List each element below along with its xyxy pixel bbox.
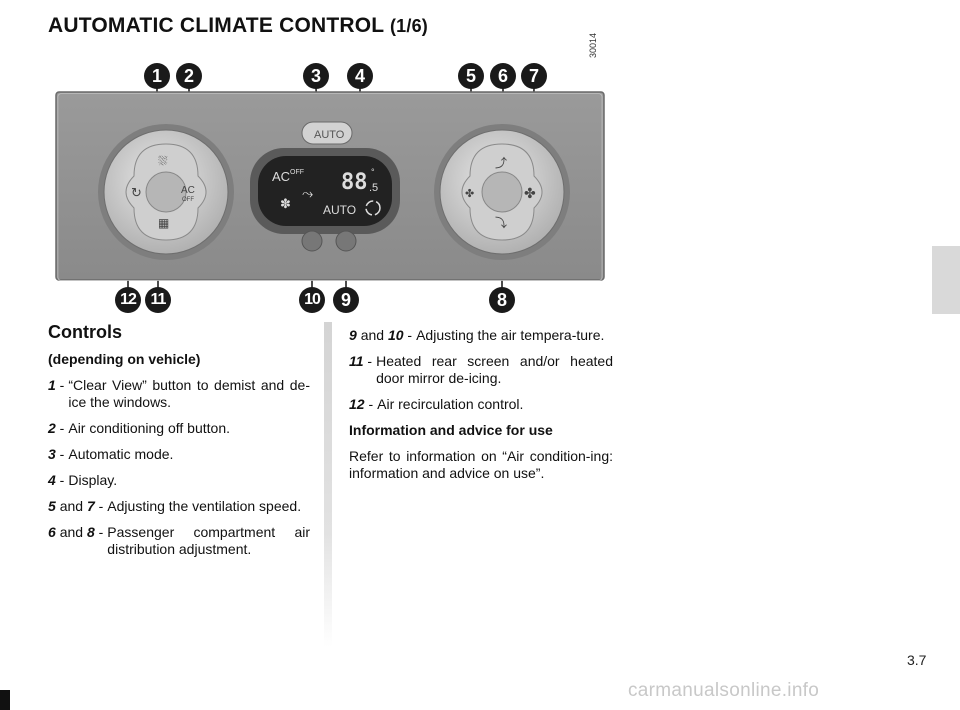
control-description: Air recirculation control.	[377, 396, 524, 412]
control-item: 5 and 7 -Adjusting the ventilation speed…	[48, 498, 310, 515]
controls-heading: Controls	[48, 322, 122, 342]
control-description: Passenger compartment air distribution a…	[107, 524, 310, 557]
control-label: 1 -	[48, 377, 65, 393]
controls-subheading: (depending on vehicle)	[48, 351, 201, 367]
svg-text:↻: ↻	[131, 186, 142, 201]
page-title: AUTOMATIC CLIMATE CONTROL (1/6)	[48, 14, 428, 37]
control-label: 5 and 7 -	[48, 498, 104, 514]
right-column: 9 and 10 -Adjusting the air tempera-ture…	[349, 327, 613, 491]
svg-text:⤴: ⤴	[495, 155, 507, 170]
callout-4: 4	[347, 63, 373, 89]
watermark: carmanualsonline.info	[628, 680, 820, 701]
svg-text:✤: ✤	[524, 186, 536, 202]
control-label: 6 and 8 -	[48, 524, 104, 540]
svg-text:⛆: ⛆	[158, 154, 168, 168]
display-deg: °	[371, 167, 375, 177]
control-label: 9 and 10 -	[349, 327, 413, 343]
control-label: 11 -	[349, 353, 373, 369]
column-divider	[324, 322, 332, 647]
callout-2: 2	[176, 63, 202, 89]
display-ac: AC	[272, 169, 290, 184]
callout-9: 9	[333, 287, 359, 313]
control-item: 4 -Display.	[48, 472, 310, 489]
auto-button-label: AUTO	[314, 129, 345, 141]
control-item: 12 -Air recirculation control.	[349, 396, 613, 413]
controls-list: 1 -“Clear View” button to demist and de-…	[48, 377, 310, 558]
callout-10: 10	[299, 287, 325, 313]
display-auto: AUTO	[323, 203, 356, 217]
svg-text:✽: ✽	[280, 197, 291, 212]
climate-panel-illustration: ⛆ ▦ ↻ AC OFF AUTO AC OFF 88 ° .5 AUTO ✽ …	[55, 87, 605, 300]
svg-text:✤: ✤	[465, 187, 474, 200]
callout-12: 12	[115, 287, 141, 313]
control-item: 2 -Air conditioning off button.	[48, 420, 310, 437]
control-label: 4 -	[48, 472, 65, 488]
callout-3: 3	[303, 63, 329, 89]
svg-text:▦: ▦	[158, 216, 169, 230]
callout-7: 7	[521, 63, 547, 89]
control-item: 11 -Heated rear screen and/or heated doo…	[349, 353, 613, 387]
figure-ref-code: 30014	[588, 32, 598, 58]
control-description: Heated rear screen and/or heated door mi…	[376, 353, 613, 386]
controls-list-continued: 9 and 10 -Adjusting the air tempera-ture…	[349, 327, 613, 413]
callout-11: 11	[145, 287, 171, 313]
control-item: 3 -Automatic mode.	[48, 446, 310, 463]
display-off: OFF	[290, 169, 304, 176]
info-heading: Information and advice for use	[349, 422, 553, 438]
display-temp: 88	[341, 170, 368, 195]
control-label: 2 -	[48, 420, 65, 436]
control-description: Display.	[68, 472, 118, 488]
info-text: Refer to information on “Air condition-i…	[349, 448, 613, 481]
left-dial-off: OFF	[182, 197, 194, 203]
control-item: 6 and 8 -Passenger compartment air distr…	[48, 524, 310, 558]
control-description: Air conditioning off button.	[68, 420, 230, 436]
control-label: 3 -	[48, 446, 65, 462]
control-label: 12 -	[349, 396, 374, 412]
display-dec: .5	[369, 182, 378, 194]
callout-8: 8	[489, 287, 515, 313]
callout-1: 1	[144, 63, 170, 89]
control-description: “Clear View” button to demist and de-ice…	[68, 377, 310, 410]
corner-mark	[0, 690, 10, 710]
page-number: 3.7	[907, 652, 927, 668]
control-description: Automatic mode.	[68, 446, 174, 462]
control-description: Adjusting the air tempera-ture.	[416, 327, 605, 343]
section-tab	[932, 246, 960, 314]
callout-6: 6	[490, 63, 516, 89]
control-description: Adjusting the ventilation speed.	[107, 498, 302, 514]
left-dial-ac: AC	[181, 185, 195, 196]
climate-panel-figure: ⛆ ▦ ↻ AC OFF AUTO AC OFF 88 ° .5 AUTO ✽ …	[40, 50, 620, 320]
control-item: 9 and 10 -Adjusting the air tempera-ture…	[349, 327, 613, 344]
controls-column: Controls (depending on vehicle) 1 -“Clea…	[48, 322, 310, 567]
svg-text:⤵: ⤵	[495, 216, 507, 230]
svg-text:⤳: ⤳	[302, 186, 313, 202]
callout-5: 5	[458, 63, 484, 89]
control-item: 1 -“Clear View” button to demist and de-…	[48, 377, 310, 411]
